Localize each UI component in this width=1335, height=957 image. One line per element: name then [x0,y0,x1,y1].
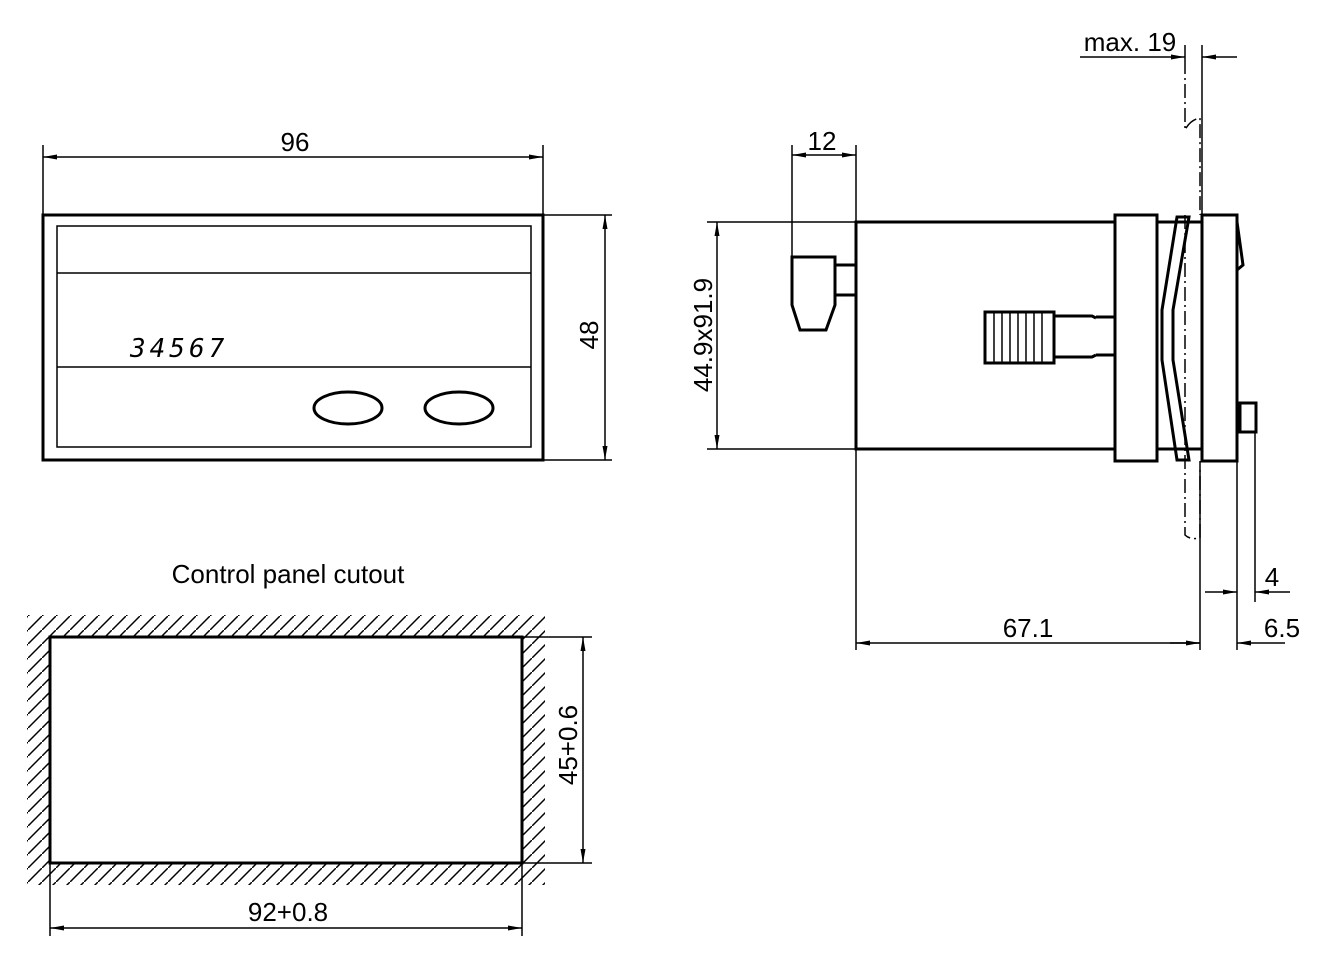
front-button-2 [423,390,495,426]
front-dim: 6.5 [1264,613,1300,643]
front-view: 34567 96 48 [41,127,612,462]
spring-clip [1160,215,1191,462]
screw-terminal [983,310,1056,365]
cutout-view: Control panel cutout 45+0.6 92+0.8 [27,559,592,936]
bezel-dim: max. 19 [1084,27,1177,57]
housing-dim: 44.9x91.9 [688,278,718,392]
button-dim: 4 [1265,562,1279,592]
front-housing [41,213,545,462]
front-button-1 [312,390,384,426]
front-panel [56,225,532,448]
front-bezel [1200,213,1239,463]
side-housing [854,220,1115,451]
rear-plate [1113,213,1159,463]
cutout-rect [48,635,524,865]
width-dim: 96 [281,127,310,157]
cutout-title: Control panel cutout [172,559,405,589]
height-dim: 48 [574,321,604,350]
side-button [1238,401,1258,434]
cutout-width-dim: 92+0.8 [248,897,328,927]
cutout-height-dim: 45+0.6 [553,705,583,785]
clip-dim: 12 [808,126,837,156]
side-view: max. 19 12 44.9x91.9 67.1 6.5 4 [688,27,1300,650]
display-digits: 34567 [129,334,228,364]
depth-dim: 67.1 [1003,613,1054,643]
mounting-clip [790,255,837,332]
